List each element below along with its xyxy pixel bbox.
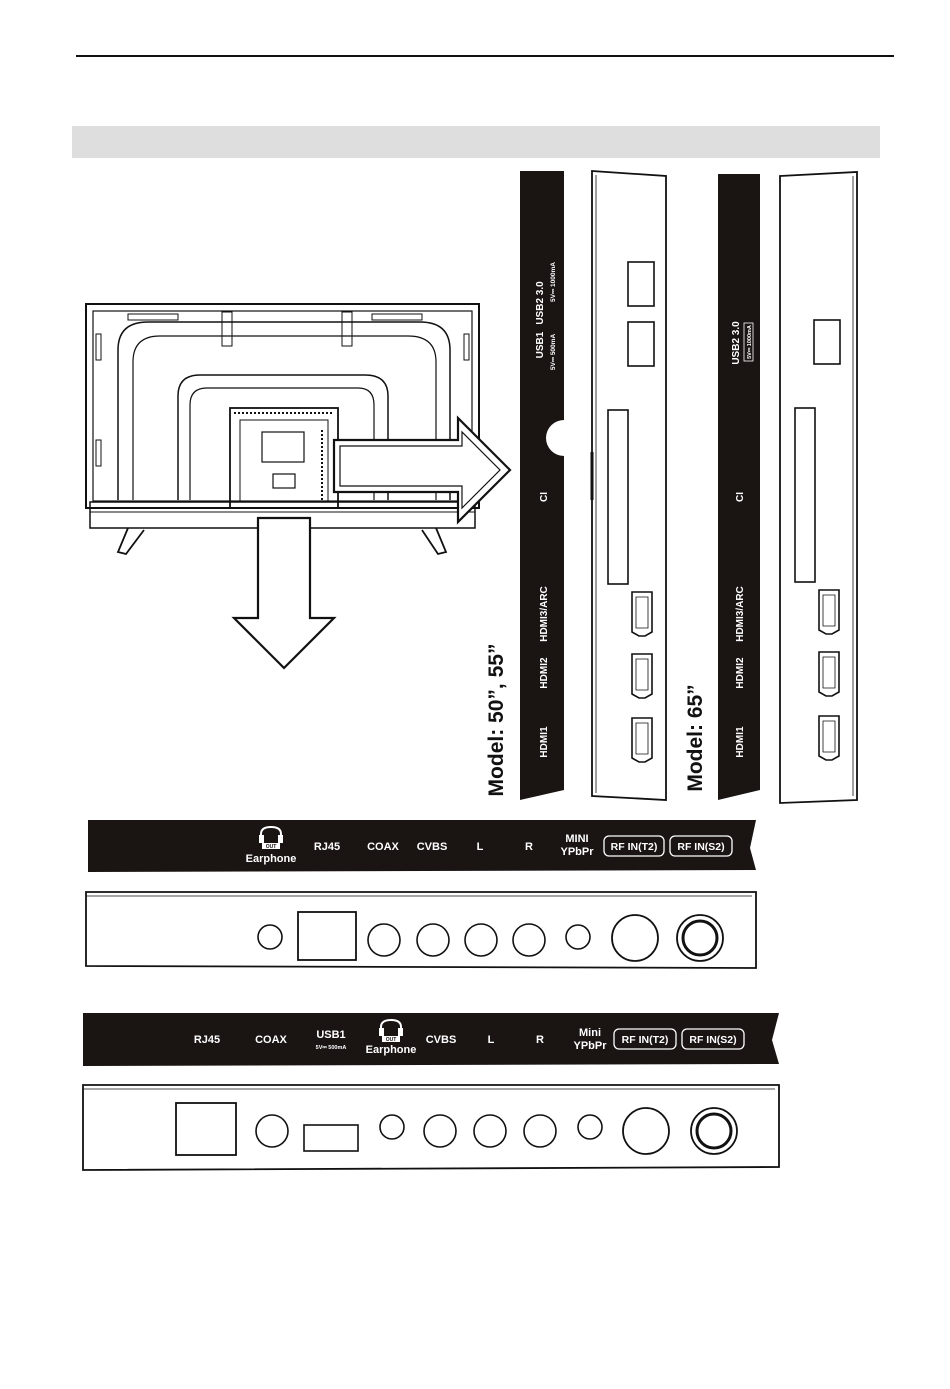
ypbpr-label-2: YPbPr — [573, 1040, 607, 1052]
l-label-2: L — [488, 1034, 495, 1046]
rf-t2-label-2: RF IN(T2) — [622, 1034, 669, 1046]
r-jack-2 — [524, 1115, 556, 1147]
rf-s2-label-2: RF IN(S2) — [689, 1034, 736, 1046]
l-jack-2 — [474, 1115, 506, 1147]
usb1-rating-2: 5V⎓ 500mA — [316, 1045, 347, 1051]
rj45-port-2 — [176, 1103, 236, 1155]
mini-label-2: Mini — [579, 1027, 601, 1039]
rj45-label-2: RJ45 — [194, 1034, 220, 1046]
earphone-label-2: Earphone — [366, 1044, 417, 1056]
r-label-2: R — [536, 1034, 544, 1046]
usb1-label-2: USB1 — [316, 1029, 345, 1041]
cvbs-jack-2 — [424, 1115, 456, 1147]
rf-t2-jack-2 — [623, 1108, 669, 1154]
cvbs-label-2: CVBS — [426, 1034, 457, 1046]
coax-jack-2 — [256, 1115, 288, 1147]
bottom-port-plate-2 — [83, 1085, 779, 1170]
earphone-out-badge-2: OUT — [386, 1037, 397, 1043]
coax-label-2: COAX — [255, 1034, 287, 1046]
usb1-port-2 — [304, 1125, 358, 1151]
mini-ypbpr-jack-2 — [578, 1115, 602, 1139]
earphone-jack-2 — [380, 1115, 404, 1139]
